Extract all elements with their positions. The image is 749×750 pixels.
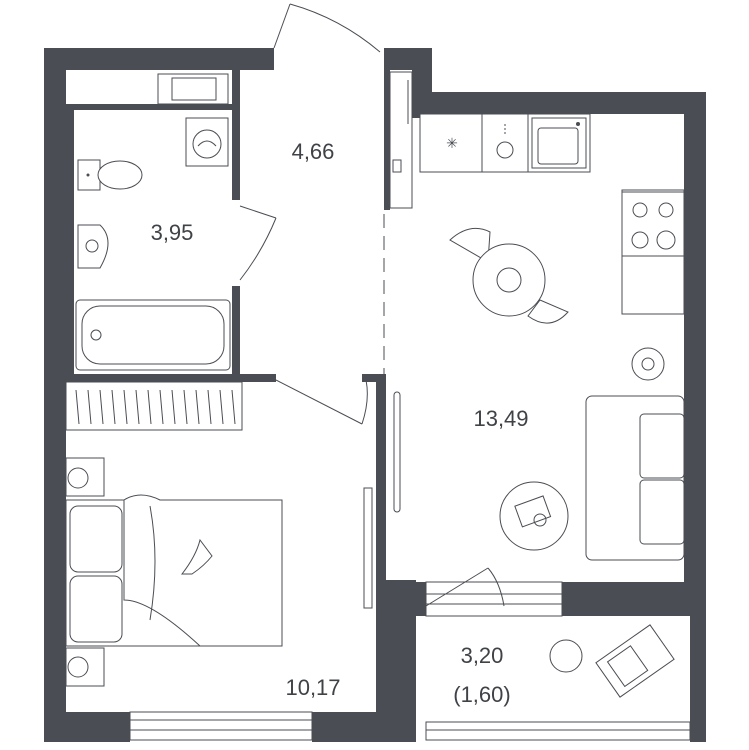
hanger-line [207, 389, 212, 425]
washing-machine-icon [185, 117, 229, 167]
room-area-hallway: 4,66 [292, 139, 335, 164]
kitchen-sink-icon [531, 117, 587, 169]
wardrobe-icon [65, 381, 243, 431]
hanger-line [219, 389, 224, 425]
hanger-line [195, 389, 200, 425]
snowflake-icon: ✳ [446, 135, 458, 151]
bathroom [75, 73, 231, 371]
hanger-line [135, 389, 140, 425]
bed-icon [65, 494, 283, 647]
doors [239, 3, 505, 607]
room-area-bathroom: 3,95 [151, 220, 194, 245]
sofa-icon [585, 395, 685, 561]
cat-icon [180, 538, 213, 575]
hanger-line [231, 389, 236, 425]
wardrobe-rack-icon [389, 71, 413, 209]
hanger-line [183, 389, 188, 425]
hanger-line [87, 389, 92, 425]
curtain-icon [393, 391, 401, 513]
hallway [389, 71, 413, 209]
hanger-line [99, 389, 104, 425]
lounge-chair-icon [595, 624, 675, 698]
toilet-icon [77, 159, 143, 191]
bathtub-icon [75, 299, 231, 371]
sink-icon [77, 224, 109, 269]
hanger-line [111, 389, 116, 425]
walls [44, 48, 706, 742]
hanger-line [123, 389, 128, 425]
room-area-balcony-reduced: (1,60) [453, 682, 510, 707]
balcony-table-icon [549, 639, 583, 673]
hanger-line [75, 389, 80, 425]
tv-icon [363, 487, 373, 609]
dining-table-icon [449, 227, 569, 324]
windows [129, 581, 691, 741]
stove-icon [621, 191, 685, 257]
kitchen-living: ✳ [393, 113, 685, 561]
area-labels: 4,66 3,95 13,49 10,17 3,20 (1,60) [151, 139, 529, 707]
coffee-table-icon [499, 481, 569, 551]
robot-vacuum-icon [631, 347, 665, 381]
room-area-kitchen-living: 13,49 [473, 406, 528, 431]
bedroom [65, 381, 373, 687]
hanger-line [171, 389, 176, 425]
balcony [549, 624, 675, 698]
hanger-line [159, 389, 164, 425]
room-area-bedroom: 10,17 [285, 675, 340, 700]
nightstand-lamp-icon [65, 457, 105, 687]
boiler-icon [496, 124, 514, 159]
room-area-balcony: 3,20 [461, 643, 504, 668]
hanger-line [147, 389, 152, 425]
